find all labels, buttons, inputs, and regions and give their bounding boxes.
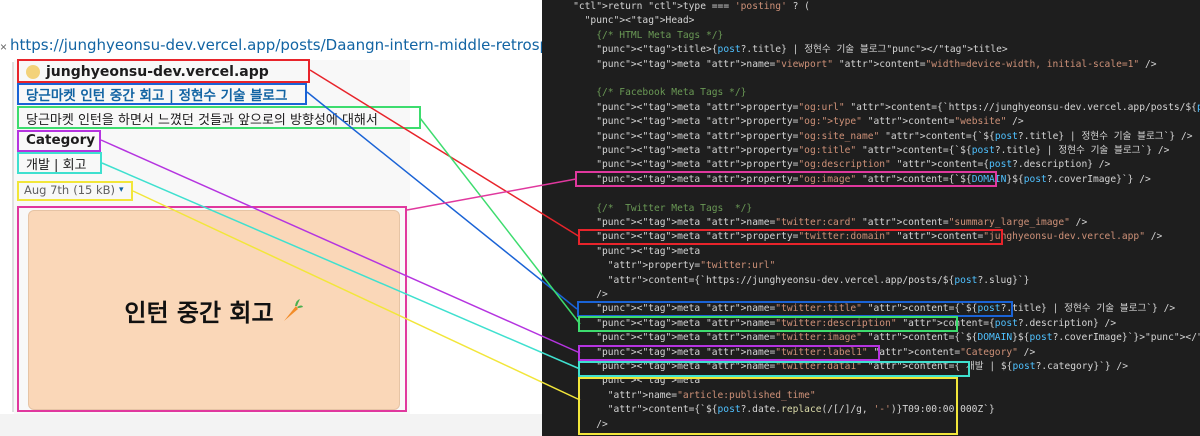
preview-image[interactable]: 인턴 중간 회고 xyxy=(28,210,400,410)
preview-image-text: 인턴 중간 회고 xyxy=(124,298,274,327)
code-line: "punc"><"tag">meta "attr">name="viewport… xyxy=(596,58,1157,70)
code-line: "attr">name="article:published_time" xyxy=(607,389,816,401)
code-line: "punc"><"tag">meta "attr">property="og:"… xyxy=(596,116,1024,128)
code-line: {/* Facebook Meta Tags */} xyxy=(550,87,747,99)
size-text: (15 kB) xyxy=(73,183,116,197)
code-line: "punc"><"tag">meta "attr">name="twitter:… xyxy=(596,346,1036,358)
code-line: /> xyxy=(550,418,608,430)
chevron-down-icon[interactable]: ▾ xyxy=(119,185,124,195)
preview-accent-bar xyxy=(12,62,14,412)
carrot-icon xyxy=(280,297,304,323)
code-line: "attr">content={`${post?.date.replace(/[… xyxy=(607,404,995,416)
code-line: "attr">property="twitter:url" xyxy=(607,260,776,272)
code-line: "punc"><"tag">meta "attr">property="og:i… xyxy=(596,173,1151,185)
code-line: "punc"><"tag">meta "attr">property="twit… xyxy=(596,231,1163,243)
code-line: "punc"><"tag">meta "attr">name="twitter:… xyxy=(596,361,1128,372)
code-editor: "ctl">return "ctl">type === 'posting' ? … xyxy=(542,0,1200,436)
panel-footer xyxy=(0,414,542,436)
code-line: "punc"><"tag">meta "attr">property="og:s… xyxy=(596,130,1193,142)
preview-description: 당근마켓 인턴을 하면서 느꼈던 것들과 앞으로의 방향성에 대해서 xyxy=(26,113,378,128)
site-name[interactable]: junghyeonsu-dev.vercel.app xyxy=(46,64,269,80)
code-line: "attr">content={`https://junghyeonsu-dev… xyxy=(607,274,1030,286)
code-line: "punc"><"tag">meta "attr">name="twitter:… xyxy=(596,332,1200,344)
code-line: "punc"><"tag">meta "attr">name="twitter:… xyxy=(596,217,1088,228)
code-line: "punc"><"tag">meta xyxy=(596,245,701,257)
code-line: "punc"><"tag">meta "attr">property="og:d… xyxy=(596,159,1111,171)
code-line: {/* Twitter Meta Tags */} xyxy=(550,202,753,214)
close-icon[interactable]: × xyxy=(0,40,8,54)
date-text: Aug 7th xyxy=(24,183,70,197)
code-line: "punc"><"tag">Head> xyxy=(584,15,695,27)
code-line: "punc"><"tag">title>{post?.title} | 정현수 … xyxy=(596,44,1008,56)
code-line: {/* HTML Meta Tags */} xyxy=(550,29,724,41)
site-favicon-icon xyxy=(26,65,40,79)
message-link[interactable]: https://junghyeonsu-dev.vercel.app/posts… xyxy=(10,36,542,54)
code-line: "punc"><"tag">meta "attr">property="og:t… xyxy=(596,145,1170,156)
code-line: /> xyxy=(550,289,608,300)
field-label: Category xyxy=(26,132,96,148)
code-line: "punc"><"tag">meta "attr">name="twitter:… xyxy=(596,317,1117,329)
slack-message-panel: × https://junghyeonsu-dev.vercel.app/pos… xyxy=(0,0,542,436)
code-line: "punc"><"tag">meta "attr">property="og:u… xyxy=(596,101,1200,113)
attachment-meta[interactable]: Aug 7th (15 kB) ▾ xyxy=(24,183,124,197)
field-value: 개발 | 회고 xyxy=(26,158,87,173)
code-line: "ctl">return "ctl">type === 'posting' ? … xyxy=(573,1,810,12)
code-line: "punc"><"tag">meta xyxy=(596,375,701,387)
preview-title[interactable]: 당근마켓 인턴 중간 회고 | 정현수 기술 블로그 xyxy=(26,88,288,104)
site-row: junghyeonsu-dev.vercel.app xyxy=(26,62,269,82)
code-line: "punc"><"tag">meta "attr">name="twitter:… xyxy=(596,303,1176,315)
